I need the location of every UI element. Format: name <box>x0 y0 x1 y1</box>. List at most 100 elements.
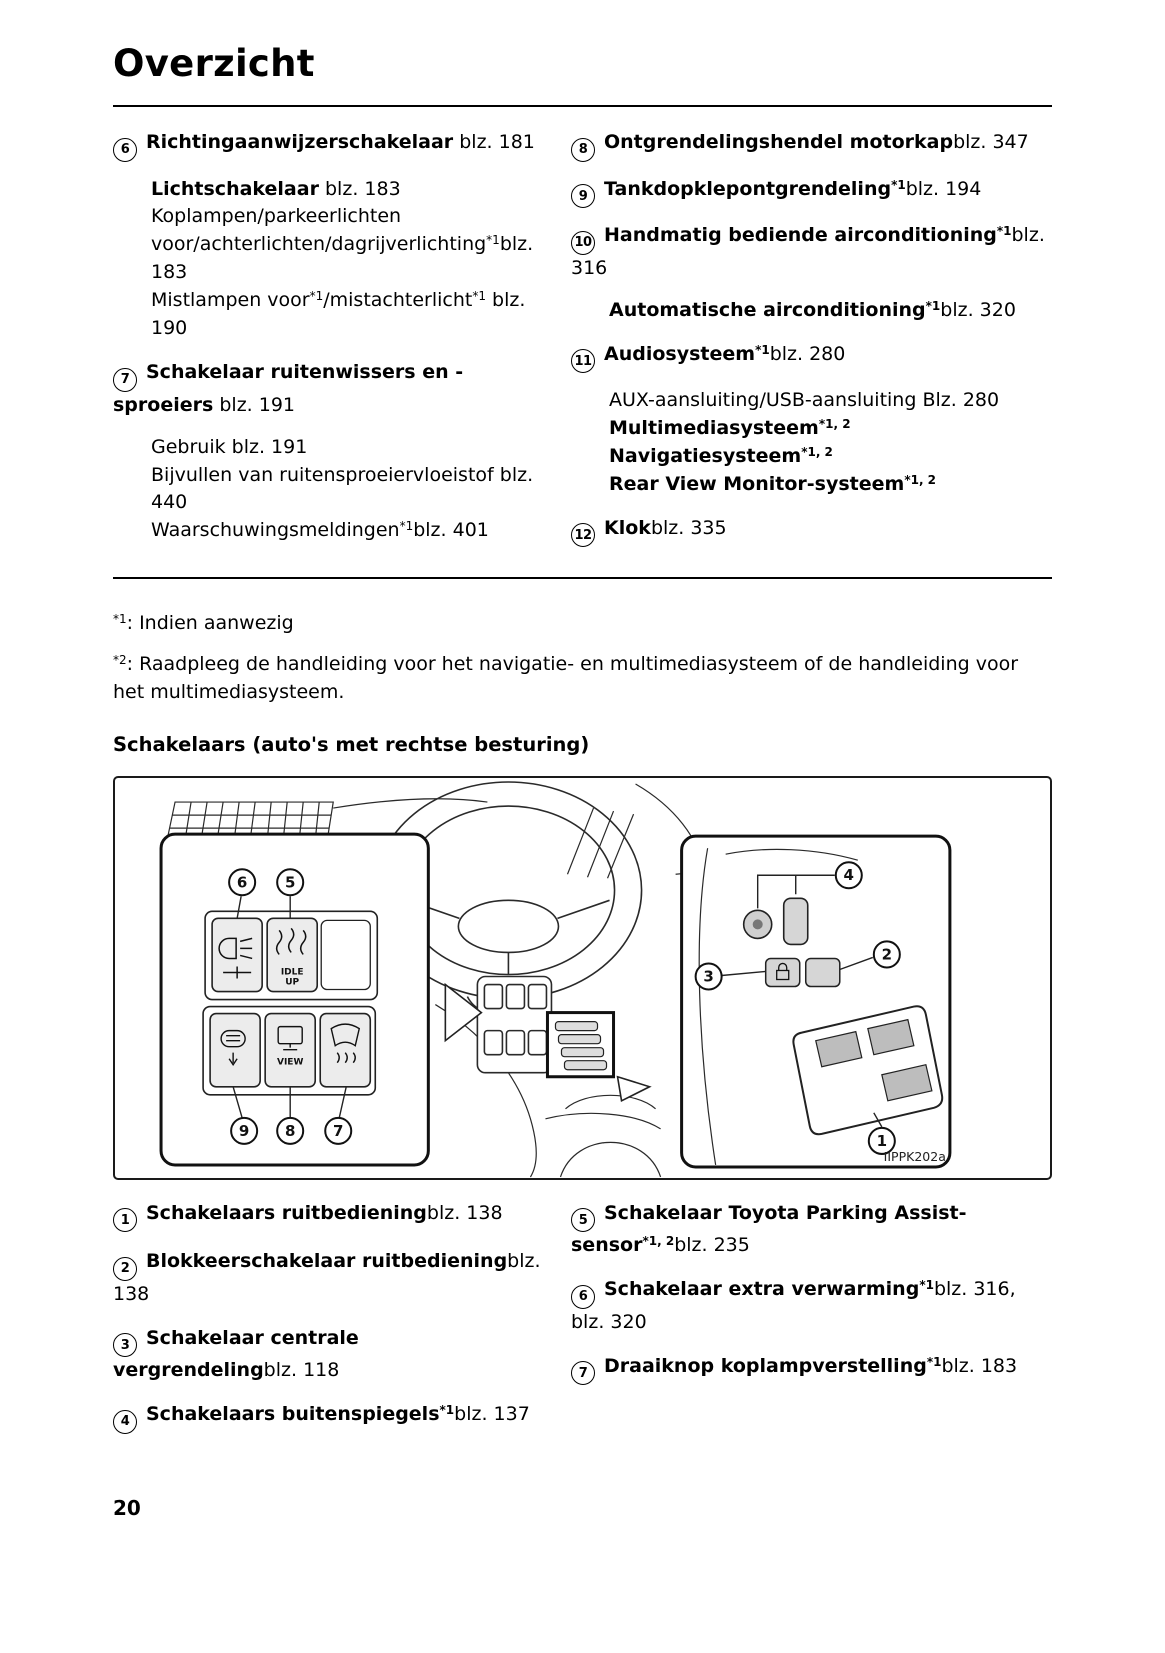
window-lock-switch <box>804 957 841 988</box>
dashboard-illustration: IDLE UP VIEW <box>159 781 952 1178</box>
page-ref: blz. 118 <box>263 1359 340 1382</box>
sub-item: Rear View Monitor-systeem*1, 2 <box>609 471 1052 499</box>
sub-item: Navigatiesysteem*1, 2 <box>609 443 1052 471</box>
window-switch-zoom-inset <box>545 1010 652 1102</box>
footnote-marker: *1, 2 <box>904 472 937 487</box>
item-number-badge: 1 <box>113 1208 137 1233</box>
power-window-master-panel <box>792 1005 944 1136</box>
item-title: Blokkeerschakelaar ruitbediening <box>146 1250 508 1273</box>
footnote-marker: *1 <box>919 1278 934 1293</box>
page-ref: blz. 191 <box>231 435 308 458</box>
footnote-marker: *1 <box>891 177 906 192</box>
sub-text: Rear View Monitor-systeem <box>609 472 905 495</box>
sub-text: Waarschuwingsmeldingen <box>151 519 400 542</box>
item-title: Richtingaanwijzerschakelaar <box>146 131 454 153</box>
page-ref: blz. 320 <box>940 298 1016 321</box>
footnote-marker: *1 <box>472 289 486 304</box>
footnote-marker: *1, 2 <box>642 1234 675 1249</box>
page-ref: blz. 316 <box>571 224 1045 279</box>
sub-text: Koplampen/parkeerlichten voor/achterlich… <box>151 205 487 256</box>
figure-callout-6: 6 <box>237 873 247 891</box>
figure-callout-5: 5 <box>285 873 295 891</box>
item-number-badge: 5 <box>571 1208 595 1233</box>
page-ref: blz. 194 <box>905 177 982 200</box>
page-ref: blz. 440 <box>151 463 534 514</box>
footnote-marker: *1 <box>309 289 324 304</box>
sub-text: Lichtschakelaar <box>151 177 319 200</box>
legend-item-6-sublist: Lichtschakelaar blz. 183 Koplampen/parke… <box>151 176 545 344</box>
svg-text:IDLE: IDLE <box>281 967 304 977</box>
zoom-arrow-icon <box>616 1075 652 1102</box>
svg-text:UP: UP <box>285 977 299 987</box>
page-ref: blz. 316, blz. 320 <box>571 1278 1016 1333</box>
divider-top <box>113 105 1052 107</box>
footnote-marker: *1 <box>926 1354 942 1369</box>
sub-text: Bijvullen van ruitensproeiervloeistof <box>151 463 494 486</box>
sub-item: Lichtschakelaar blz. 183 <box>151 176 545 204</box>
legend-item-10-sublist: Automatische airconditioning*1blz. 320 <box>609 297 1052 325</box>
sub-text: Multimediasysteem <box>609 417 819 440</box>
item-title: Schakelaar ruitenwissers en -sproeiers <box>113 361 464 416</box>
footnote-marker: *1 <box>925 298 941 313</box>
item-number-badge: 7 <box>571 1361 595 1386</box>
item-number-badge: 10 <box>571 230 595 255</box>
item-number-badge: 3 <box>113 1333 137 1358</box>
mirror-knob-center <box>752 919 763 930</box>
item-title: Schakelaar centrale vergrendeling <box>113 1326 359 1382</box>
item-title: Schakelaar Toyota Parking Assist-sensor <box>571 1201 967 1257</box>
figure-callout-2: 2 <box>882 945 892 963</box>
door-contour-line <box>698 847 717 1165</box>
figure-callout-9: 9 <box>239 1122 249 1140</box>
sub-item: Koplampen/parkeerlichten voor/achterlich… <box>151 203 545 287</box>
item-title: Audiosysteem <box>604 342 756 365</box>
mirror-defogger-switch <box>209 1012 261 1088</box>
page-ref: blz. 190 <box>151 289 526 340</box>
page-number: 20 <box>113 1496 141 1520</box>
legend-item-1: 1 Schakelaars ruitbedieningblz. 138 <box>113 1200 545 1233</box>
item-title: Draaiknop koplampverstelling <box>604 1354 927 1377</box>
door-lock-switch <box>764 957 801 988</box>
item-number-badge: 12 <box>571 523 595 548</box>
sub-item: AUX-aansluiting/USB-aansluiting Blz. 280 <box>609 387 1052 415</box>
sub-item: Waarschuwingsmeldingen*1blz. 401 <box>151 517 545 545</box>
sub-text: AUX-aansluiting/USB-aansluiting <box>609 389 917 412</box>
sub-text: Mistlampen voor <box>151 289 310 312</box>
page-ref: blz. 191 <box>219 393 296 416</box>
footnote-marker: *1 <box>755 342 770 357</box>
figure-callout-4: 4 <box>844 866 854 884</box>
figure-callout-7: 7 <box>333 1122 343 1140</box>
item-title: Schakelaars ruitbediening <box>146 1201 427 1224</box>
page-ref: blz. 138 <box>426 1201 503 1224</box>
page-ref: blz. 183 <box>941 1354 1018 1377</box>
idle-up-switch <box>266 917 319 993</box>
footnote-marker: *1 <box>113 612 127 627</box>
footnote-1: *1: Indien aanwezig <box>113 609 1052 638</box>
sub-text: /mistachterlicht <box>323 289 473 312</box>
figure-callouts-left: 6 5 9 8 7 <box>228 868 353 1145</box>
footnote-marker: *1 <box>486 233 500 248</box>
mirror-defogger-icon <box>220 1029 246 1066</box>
figure-code: IIPPK202a <box>884 1149 946 1164</box>
windshield-deicer-icon <box>330 1023 361 1063</box>
dashboard-figure: IDLE UP VIEW <box>113 775 1052 1180</box>
item-title: Handmatig bediende airconditioning <box>604 224 997 247</box>
footnote-marker: *2 <box>113 652 127 667</box>
sub-text: Navigatiesysteem <box>609 444 802 467</box>
item-title: Tankdopklepontgrendeling <box>604 177 892 200</box>
item-title: Schakelaars buitenspiegels <box>146 1403 440 1426</box>
page-ref: blz. 183 <box>325 177 401 200</box>
footnote-marker: *1 <box>399 519 414 534</box>
item-title: Klok <box>604 516 651 539</box>
